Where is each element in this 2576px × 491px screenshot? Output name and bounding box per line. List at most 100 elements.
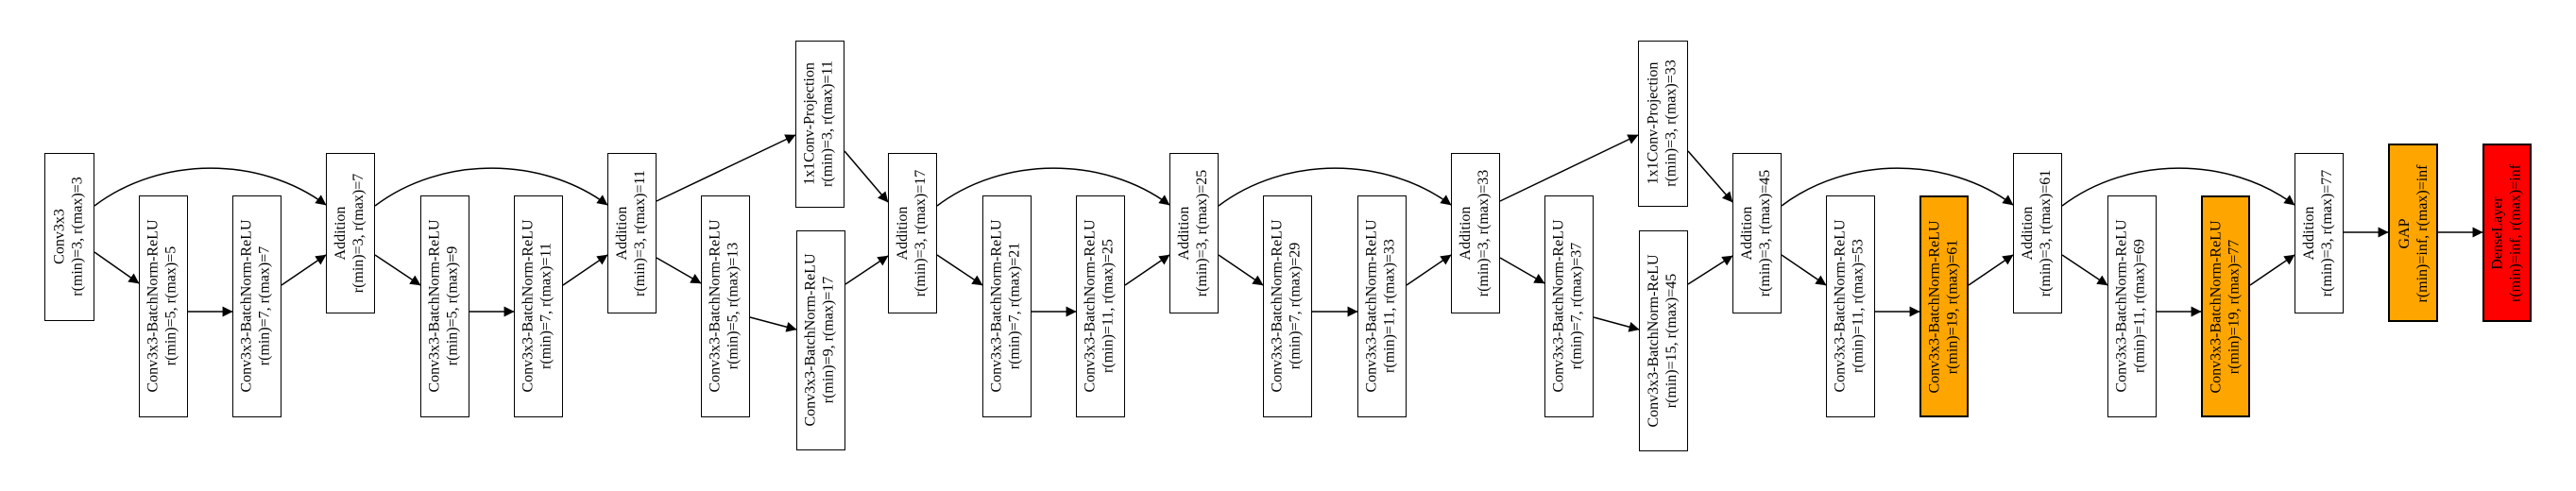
node-params: r(min)=inf, r(max)=inf [2507,164,2524,302]
edge-proj-3-11-to-add-3-17 [844,150,889,203]
node-label: Addition [1738,206,1755,260]
node-label: Conv3x3-BatchNorm-ReLU [1645,253,1662,428]
node-params: r(min)=7, r(max)=29 [1287,242,1304,370]
node-label: Conv3x3-BatchNorm-ReLU [707,219,724,393]
node-label: Conv3x3-BatchNorm-ReLU [1363,219,1380,393]
node-label: Conv3x3-BatchNorm-ReLU [2113,219,2130,393]
node-label: Addition [2019,206,2036,260]
node-params: r(min)=5, r(max)=13 [725,242,742,370]
node-params: r(min)=3, r(max)=17 [912,169,929,296]
node-label: Addition [1175,206,1192,260]
node-params: r(min)=3, r(max)=33 [1475,169,1492,296]
edge-add-3-17-to-cbr-7-21 [936,254,983,286]
edge-add-3-25-to-cbr-7-29 [1218,254,1264,286]
node-params: r(min)=11, r(max)=25 [1100,239,1117,373]
node-params: r(min)=3, r(max)=25 [1193,169,1210,296]
node-params: r(min)=19, r(max)=77 [2226,239,2243,375]
edge-conv3x3-to-add-3-7 [94,167,327,207]
node-params: r(min)=19, r(max)=61 [1944,239,1961,375]
node-params: r(min)=11, r(max)=69 [2131,239,2148,373]
node-label: Conv3x3-BatchNorm-ReLU [1832,219,1849,393]
node-label: DenseLayer [2489,196,2506,270]
node-params: r(min)=3, r(max)=3 [69,177,85,296]
edge-add-3-7-to-cbr-5-9 [374,254,421,286]
edge-add-3-45-to-add-3-61 [1781,167,2014,207]
node-label: Conv3x3-BatchNorm-ReLU [2208,220,2225,394]
node-label: Conv3x3-BatchNorm-ReLU [988,219,1005,393]
node-params: r(min)=inf, r(max)=inf [2414,164,2430,302]
node-label: Addition [332,206,349,260]
node-label: Addition [613,206,630,260]
node-params: r(min)=5, r(max)=9 [444,246,461,366]
node-params: r(min)=7, r(max)=21 [1006,242,1023,370]
node-label: Conv3x3-BatchNorm-ReLU [1082,219,1099,393]
edge-cbr-19-77-to-add-3-77 [2249,254,2295,286]
node-label: Conv3x3 [51,209,68,264]
node-params: r(min)=15, r(max)=45 [1663,273,1680,408]
edge-cbr-7-11-to-add-3-11 [562,254,608,286]
node-label: Conv3x3-BatchNorm-ReLU [520,219,537,393]
node-params: r(min)=7, r(max)=11 [537,243,554,369]
node-params: r(min)=3, r(max)=61 [2037,169,2054,296]
edge-add-3-61-to-add-3-77 [2061,167,2295,207]
node-label: 1x1Conv-Projection [801,62,818,185]
node-params: r(min)=7, r(max)=37 [1568,242,1585,370]
edge-cbr-9-17-to-add-3-17 [844,255,889,285]
edge-cbr-19-61-to-add-3-61 [1968,254,2014,286]
node-label: 1x1Conv-Projection [1645,61,1662,185]
node-params: r(min)=3, r(max)=45 [1756,169,1773,296]
node-params: r(min)=3, r(max)=77 [2318,169,2335,296]
node-params: r(min)=3, r(max)=11 [819,60,836,187]
node-params: r(min)=3, r(max)=11 [631,169,648,296]
node-label: GAP [2396,218,2413,249]
node-params: r(min)=11, r(max)=33 [1381,239,1398,373]
edge-add-3-33-to-proj-3-33 [1499,134,1639,202]
node-label: Conv3x3-BatchNorm-ReLU [426,219,443,393]
edge-cbr-11-33-to-add-3-33 [1406,254,1452,286]
node-label: Conv3x3-BatchNorm-ReLU [802,253,819,427]
node-label: Addition [2300,206,2317,260]
node-label: Conv3x3-BatchNorm-ReLU [1550,219,1567,393]
edge-add-3-61-to-cbr-11-69 [2061,254,2108,286]
node-label: Conv3x3-BatchNorm-ReLU [238,219,255,393]
